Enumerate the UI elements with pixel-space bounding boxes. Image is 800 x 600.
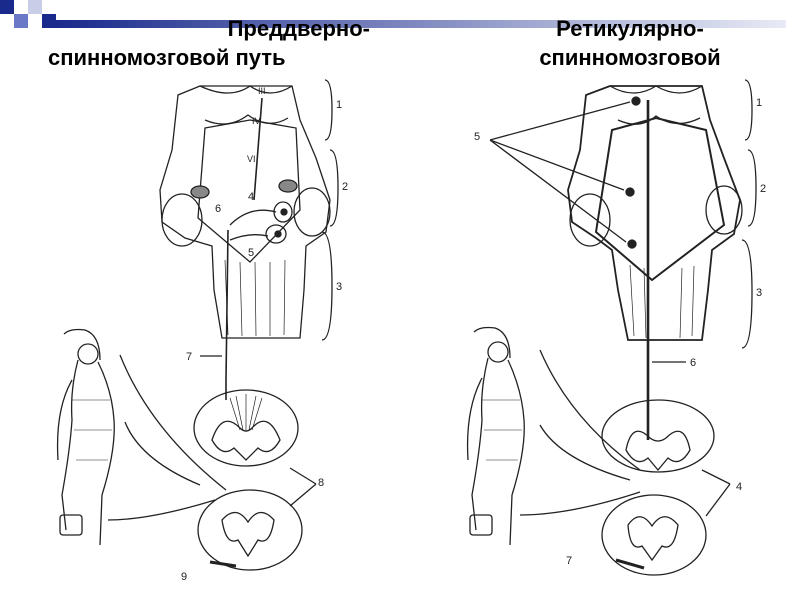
- label-7: 7: [566, 555, 572, 567]
- arrow-to-arm: [540, 350, 640, 470]
- reticular-nucleus: [632, 97, 640, 105]
- grey-matter-upper: [626, 431, 690, 470]
- brainstem-outline: [568, 86, 740, 340]
- label-6: 6: [690, 357, 696, 369]
- muscle-bundle-7: [616, 560, 644, 568]
- label-5: 5: [474, 131, 480, 143]
- label-2: 2: [760, 183, 766, 195]
- peduncle-right: [706, 186, 742, 234]
- arrow-4: [702, 470, 730, 516]
- label-4: 4: [736, 481, 742, 493]
- right-number-labels: 1 2 3 4 5 6 7: [474, 97, 766, 567]
- reticular-nucleus: [626, 188, 634, 196]
- spinal-cord-upper: [602, 400, 714, 472]
- grey-matter-lower: [628, 517, 678, 560]
- rhomboid-fossa: [596, 118, 724, 280]
- bracket-1: [745, 80, 752, 140]
- bracket-3: [742, 240, 752, 348]
- spinal-cord-lower: [602, 495, 706, 575]
- pointer-lines-5: [490, 102, 630, 242]
- label-3: 3: [756, 287, 762, 299]
- bracket-2: [748, 150, 756, 226]
- human-figure: [468, 328, 525, 546]
- label-1: 1: [756, 97, 762, 109]
- medulla-striations: [630, 265, 694, 338]
- peduncle-left: [570, 194, 610, 246]
- reticular-nucleus: [628, 240, 636, 248]
